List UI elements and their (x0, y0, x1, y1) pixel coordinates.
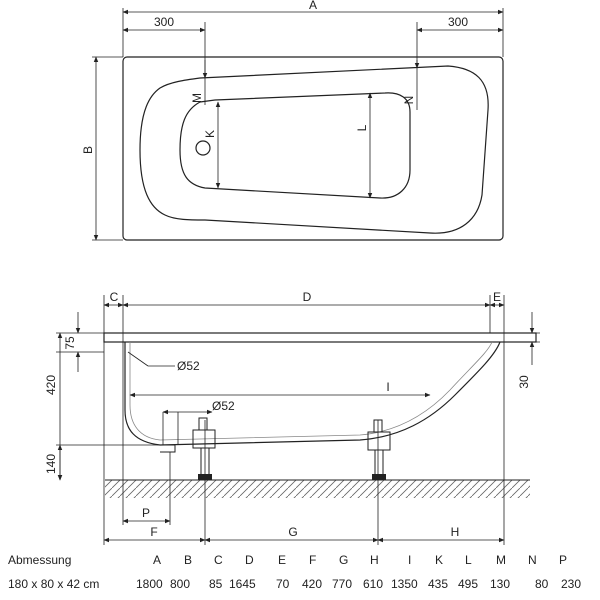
dim-label-h: H (451, 525, 460, 539)
spec-val-i: 1350 (391, 577, 418, 591)
dim-label-420: 420 (44, 375, 58, 395)
dim-label-140: 140 (44, 454, 58, 474)
spec-col-a: A (153, 553, 162, 567)
tub-body-profile (124, 341, 501, 446)
spec-col-f: F (309, 553, 317, 567)
spec-val-e: 70 (276, 577, 290, 591)
dim-label-c: C (110, 290, 119, 304)
support-leg-right (367, 419, 391, 480)
dim-label-d: D (303, 290, 312, 304)
spec-val-g: 770 (332, 577, 353, 591)
spec-val-k: 435 (428, 577, 449, 591)
spec-col-e: E (278, 553, 287, 567)
dim-label-30: 30 (517, 375, 531, 389)
spec-col-g: G (339, 553, 349, 567)
tub-basin-inner (179, 92, 411, 199)
dim-label-i: I (386, 380, 389, 394)
spec-val-n: 80 (535, 577, 549, 591)
spec-val-l: 495 (458, 577, 479, 591)
dim-label-n: N (402, 96, 416, 105)
dim-label-l: L (355, 124, 369, 131)
spec-row-label: 180 x 80 x 42 cm (8, 577, 100, 591)
spec-val-d: 1645 (229, 577, 256, 591)
spec-val-m: 130 (490, 577, 511, 591)
dim-label-drain-diameter: Ø52 (212, 399, 235, 413)
dim-label-b: B (81, 146, 95, 154)
spec-col-c: C (214, 553, 223, 567)
support-leg-left (192, 417, 216, 480)
spec-col-n: N (528, 553, 537, 567)
drain-hole (195, 140, 211, 156)
dim-label-a: A (309, 0, 317, 12)
spec-table-header: Abmessung A B C D E F G H I K L M N P (0, 553, 600, 571)
dim-label-p: P (142, 506, 150, 520)
spec-col-h: H (370, 553, 379, 567)
dim-label-75: 75 (63, 336, 77, 350)
dim-label-300-left: 300 (154, 15, 174, 29)
tub-rim (103, 332, 537, 343)
spec-table-row: 180 x 80 x 42 cm 1800 800 85 1645 70 420… (0, 577, 600, 595)
tub-basin-outer (139, 65, 489, 234)
spec-col-l: L (465, 553, 472, 567)
spec-col-m: M (496, 553, 506, 567)
side-view: C D E 75 420 140 30 Ø52 I Ø52 (44, 290, 540, 545)
spec-col-k: K (435, 553, 444, 567)
dim-label-k: K (203, 130, 217, 138)
dim-label-m: M (190, 93, 204, 103)
floor-hatch (105, 480, 530, 498)
spec-col-p: P (559, 553, 568, 567)
spec-val-f: 420 (302, 577, 323, 591)
spec-col-b: B (184, 553, 193, 567)
tub-outline-top (122, 56, 504, 241)
dim-label-g: G (288, 525, 297, 539)
spec-col-d: D (245, 553, 254, 567)
dim-label-300-right: 300 (448, 15, 468, 29)
dim-label-f: F (150, 525, 157, 539)
dim-label-e: E (493, 290, 501, 304)
top-view: A 300 300 M N K L B (81, 0, 504, 241)
spec-val-c: 85 (209, 577, 223, 591)
spec-header-label: Abmessung (8, 553, 72, 567)
spec-val-a: 1800 (136, 577, 163, 591)
tub-inner-profile (129, 341, 493, 441)
drain-pipe (160, 444, 176, 453)
spec-val-p: 230 (561, 577, 582, 591)
spec-col-i: I (408, 553, 412, 567)
spec-val-h: 610 (363, 577, 384, 591)
dim-label-overflow-diameter: Ø52 (177, 359, 200, 373)
spec-val-b: 800 (170, 577, 191, 591)
